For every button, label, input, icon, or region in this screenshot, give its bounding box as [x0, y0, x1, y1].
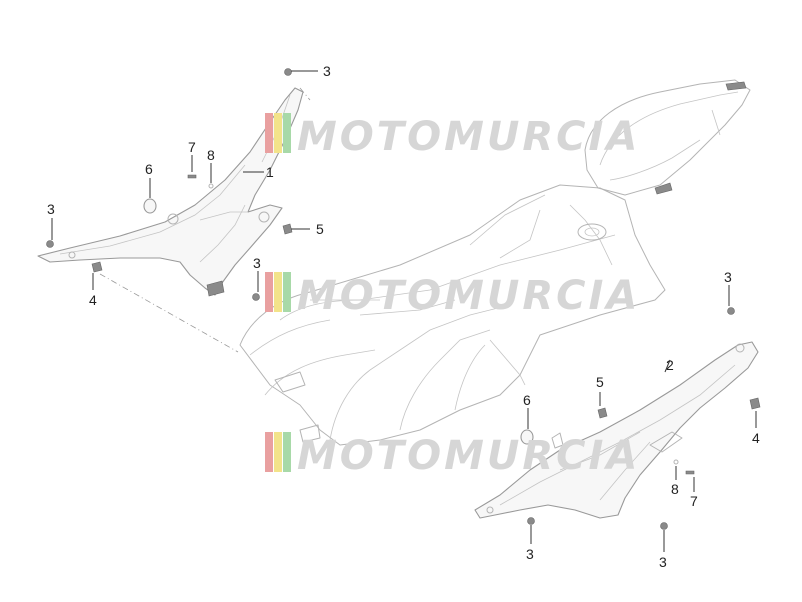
callout-labels: 3 1 3 6 7 8 4 5 3 3 2 5 6 4 8 7 3 3 [47, 63, 760, 570]
callout-4: 4 [752, 430, 760, 446]
callout-5: 5 [596, 374, 604, 390]
callout-3: 3 [724, 269, 732, 285]
callout-6: 6 [523, 392, 531, 408]
callout-3: 3 [526, 546, 534, 562]
callout-5: 5 [316, 221, 324, 237]
callout-3: 3 [659, 554, 667, 570]
callout-7: 7 [690, 493, 698, 509]
watermark-bottom: MOTOMURCIA [265, 432, 640, 479]
fasteners [46, 68, 761, 530]
seat [584, 79, 751, 196]
watermark-top: MOTOMURCIA [265, 113, 640, 160]
callout-3: 3 [47, 201, 55, 217]
watermark-text: MOTOMURCIA [297, 433, 640, 479]
callout-8: 8 [671, 481, 679, 497]
watermark-middle: MOTOMURCIA [265, 272, 640, 319]
leader-lines [51, 70, 757, 552]
rear-frame-body [239, 184, 666, 446]
watermark-text: MOTOMURCIA [297, 273, 640, 319]
assembly-line-2 [299, 87, 311, 101]
callout-4: 4 [89, 292, 97, 308]
callout-3: 3 [253, 255, 261, 271]
callout-7: 7 [188, 139, 196, 155]
callout-3: 3 [323, 63, 331, 79]
assembly-line [99, 273, 239, 353]
right-side-cover-part-2 [474, 341, 759, 519]
callout-8: 8 [207, 147, 215, 163]
left-side-cover-part-1 [37, 87, 304, 297]
callout-1: 1 [266, 164, 274, 180]
watermark-text: MOTOMURCIA [297, 114, 640, 160]
callout-2: 2 [666, 357, 674, 373]
callout-6: 6 [145, 161, 153, 177]
